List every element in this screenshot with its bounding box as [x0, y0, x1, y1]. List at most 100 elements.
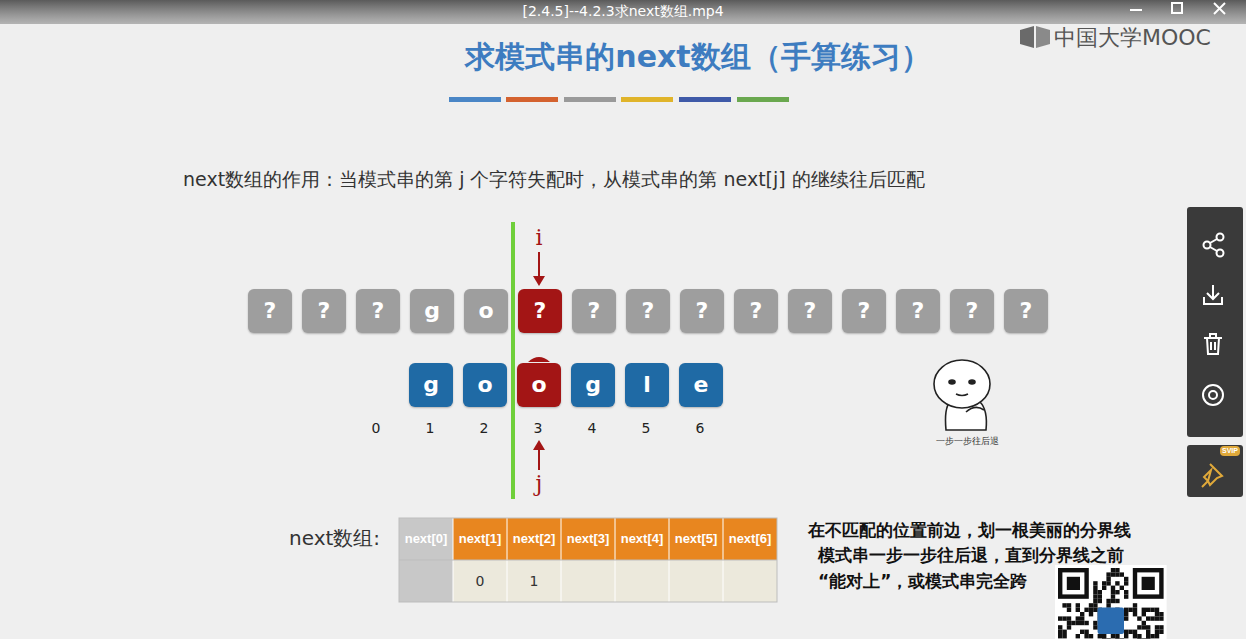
qr-module — [1111, 634, 1115, 638]
qr-module — [1062, 634, 1066, 638]
qr-module — [1058, 630, 1062, 634]
index-number: 6 — [696, 420, 705, 436]
slide-title: 求模式串的next数组（手算练习） — [465, 37, 930, 78]
qr-module — [1115, 581, 1119, 585]
qr-code — [1055, 565, 1167, 639]
close-icon — [1214, 3, 1225, 14]
qr-finder — [1133, 568, 1164, 599]
main-string-char: o — [464, 289, 508, 333]
qr-module — [1093, 603, 1097, 607]
qr-module — [1124, 577, 1128, 581]
description-text: next数组的作用：当模式串的第 j 个字符失配时，从模式串的第 next[j]… — [183, 169, 925, 191]
index-number: 1 — [426, 420, 435, 436]
char-text: ? — [804, 300, 817, 322]
view-icon — [1203, 385, 1223, 405]
table-header: next[1] — [459, 532, 502, 547]
qr-finder — [1137, 572, 1159, 594]
qr-module — [1115, 638, 1119, 639]
qr-module — [1155, 625, 1159, 629]
qr-module — [1102, 581, 1106, 585]
color-bar — [564, 97, 616, 102]
note-text: 模式串一步一步往后退，直到分界线之前 — [818, 546, 1124, 566]
qr-module — [1098, 590, 1102, 594]
qr-module — [1111, 572, 1115, 576]
table-label: next数组: — [289, 527, 380, 550]
vip-badge — [1220, 446, 1240, 456]
index-number: 3 — [534, 420, 543, 436]
table-header: next[6] — [729, 532, 772, 547]
qr-module — [1080, 630, 1084, 634]
qr-module — [1124, 590, 1128, 594]
main-string-char: ? — [1004, 289, 1048, 333]
qr-module — [1142, 625, 1146, 629]
qr-module — [1067, 621, 1071, 625]
table-grid — [399, 518, 777, 602]
qr-module — [1146, 638, 1150, 639]
logo-mark — [1020, 26, 1034, 48]
char-text: o — [531, 374, 546, 396]
main-string-char: ? — [518, 289, 562, 333]
close-icon — [1214, 3, 1225, 14]
qr-module — [1133, 612, 1137, 616]
qr-module — [1076, 616, 1080, 620]
logo-text: 中国大学MOOC — [1054, 25, 1211, 50]
qr-module — [1058, 616, 1062, 620]
pattern-char: o — [517, 363, 561, 407]
char-text: l — [643, 374, 651, 396]
qr-module — [1084, 621, 1088, 625]
qr-module — [1124, 616, 1128, 620]
char-text: ? — [588, 300, 601, 322]
title-bar — [0, 0, 1246, 24]
color-bar — [506, 97, 558, 102]
pointer-arrow — [538, 448, 540, 470]
pattern-char: l — [625, 363, 669, 407]
table-cell: 0 — [476, 573, 485, 589]
qr-module — [1106, 603, 1110, 607]
note-text: “能对上”，或模式串完全跨 — [818, 572, 1027, 592]
index-number: 5 — [642, 420, 651, 436]
char-text: g — [424, 300, 440, 322]
pointer-arrow — [533, 440, 545, 450]
download-icon — [1204, 285, 1222, 304]
color-bar — [737, 97, 789, 102]
table-header-cell — [399, 518, 453, 560]
qr-module — [1142, 608, 1146, 612]
qr-module — [1111, 594, 1115, 598]
char-text: o — [477, 374, 492, 396]
pointer-label: i — [535, 225, 542, 250]
qr-module — [1111, 568, 1115, 572]
table-cell: 1 — [530, 573, 539, 589]
qr-module — [1058, 634, 1062, 638]
qr-module — [1115, 568, 1119, 572]
qr-module — [1076, 608, 1080, 612]
main-string-char: ? — [248, 289, 292, 333]
side-panel — [1187, 445, 1243, 497]
qr-module — [1067, 603, 1071, 607]
pointer-arrow — [533, 276, 545, 286]
qr-module — [1111, 599, 1115, 603]
qr-module — [1133, 630, 1137, 634]
qr-module — [1133, 608, 1137, 612]
qr-module — [1155, 608, 1159, 612]
qr-module — [1084, 634, 1088, 638]
char-text: ? — [642, 300, 655, 322]
qr-module — [1102, 634, 1106, 638]
divider-line — [511, 222, 515, 499]
qr-module — [1076, 634, 1080, 638]
qr-module — [1098, 599, 1102, 603]
qr-ground — [1055, 565, 1167, 639]
qr-module — [1155, 630, 1159, 634]
qr-module — [1071, 621, 1075, 625]
color-bar — [449, 97, 501, 102]
mismatch-mark — [528, 357, 550, 362]
qr-module — [1093, 599, 1097, 603]
cartoon-caption: 一步一步往后退 — [936, 436, 999, 446]
qr-module — [1115, 599, 1119, 603]
qr-module — [1089, 612, 1093, 616]
qr-module — [1146, 608, 1150, 612]
qr-module — [1120, 638, 1124, 639]
table-header: next[4] — [621, 532, 664, 547]
main-string-char: ? — [356, 289, 400, 333]
qr-module — [1137, 634, 1141, 638]
qr-module — [1155, 612, 1159, 616]
